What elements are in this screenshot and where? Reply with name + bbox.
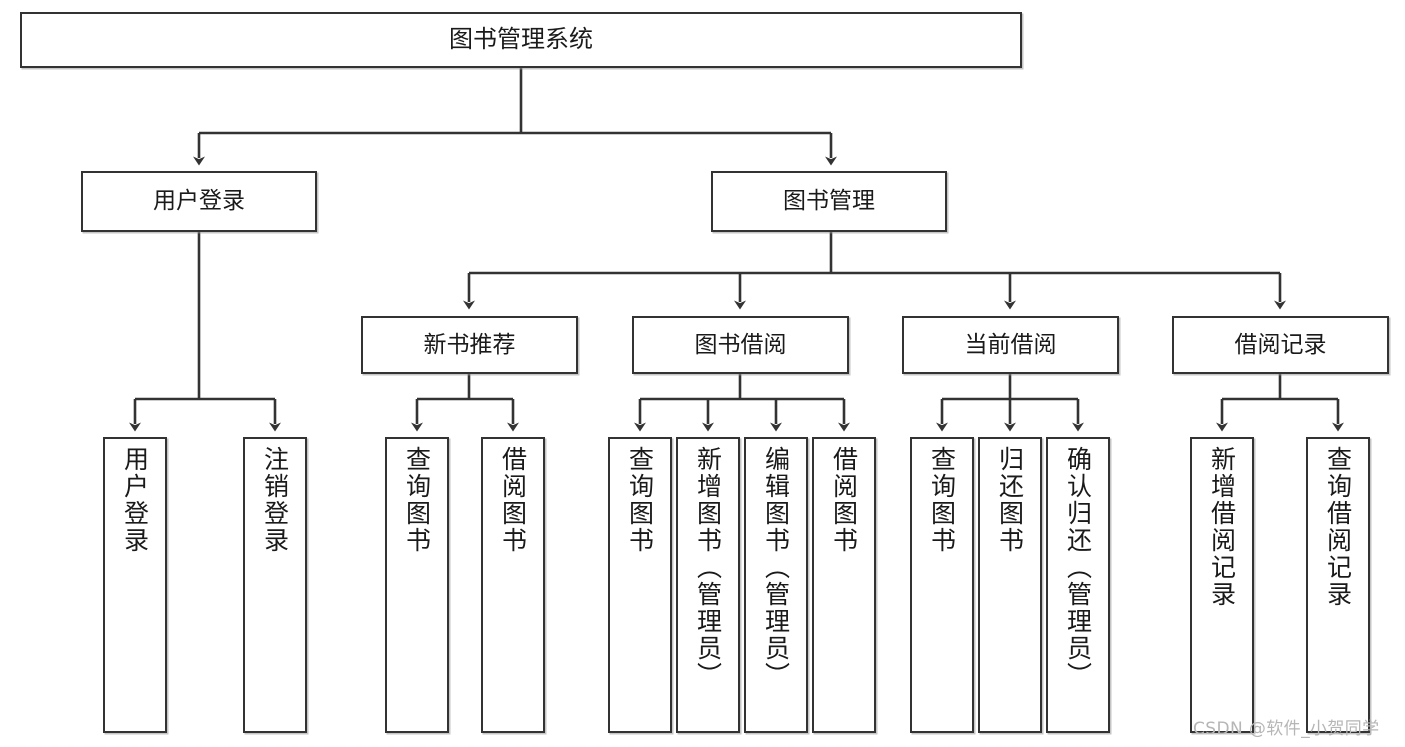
node-label: 借阅记录 bbox=[1234, 331, 1327, 358]
node-label: 图书管理系统 bbox=[449, 25, 593, 54]
node-label: 查询图书 bbox=[625, 446, 655, 554]
node-label: 归还图书 bbox=[995, 446, 1025, 554]
node-leaf-user-login[interactable]: 用户登录 bbox=[103, 437, 167, 733]
node-label: 用户登录 bbox=[153, 188, 245, 215]
node-label: 新书推荐 bbox=[423, 331, 516, 358]
node-leaf-query-book-2[interactable]: 查询图书 bbox=[608, 437, 672, 733]
node-label: 注销登录 bbox=[260, 446, 290, 554]
node-leaf-query-record[interactable]: 查询借阅记录 bbox=[1306, 437, 1370, 733]
node-book-borrow[interactable]: 图书借阅 bbox=[632, 316, 849, 374]
node-label: 图书借阅 bbox=[694, 331, 787, 358]
node-label: 新增借阅记录 bbox=[1207, 446, 1237, 608]
csdn-watermark: CSDN @软件_小贺同学 bbox=[1193, 719, 1380, 739]
node-label: 查询借阅记录 bbox=[1323, 446, 1353, 608]
node-label: 用户登录 bbox=[120, 446, 150, 554]
node-label: 新增图书（管理员） bbox=[693, 446, 723, 689]
node-leaf-borrow-book-2[interactable]: 借阅图书 bbox=[812, 437, 876, 733]
node-leaf-borrow-book-1[interactable]: 借阅图书 bbox=[481, 437, 545, 733]
node-leaf-add-record[interactable]: 新增借阅记录 bbox=[1190, 437, 1254, 733]
node-label: 借阅图书 bbox=[829, 446, 859, 554]
node-current-borrow[interactable]: 当前借阅 bbox=[902, 316, 1119, 374]
node-leaf-logout[interactable]: 注销登录 bbox=[243, 437, 307, 733]
node-label: 借阅图书 bbox=[498, 446, 528, 554]
node-label: 编辑图书（管理员） bbox=[761, 446, 791, 689]
node-leaf-return-book[interactable]: 归还图书 bbox=[978, 437, 1042, 733]
node-label: 当前借阅 bbox=[964, 331, 1057, 358]
node-leaf-confirm-return[interactable]: 确认归还（管理员） bbox=[1046, 437, 1110, 733]
node-label: 确认归还（管理员） bbox=[1063, 446, 1093, 689]
node-leaf-add-book[interactable]: 新增图书（管理员） bbox=[676, 437, 740, 733]
node-leaf-edit-book[interactable]: 编辑图书（管理员） bbox=[744, 437, 808, 733]
node-book-manage[interactable]: 图书管理 bbox=[711, 171, 947, 232]
node-label: 图书管理 bbox=[783, 188, 875, 215]
node-leaf-query-book-1[interactable]: 查询图书 bbox=[385, 437, 449, 733]
node-label: 查询图书 bbox=[927, 446, 957, 554]
node-leaf-query-book-3[interactable]: 查询图书 bbox=[910, 437, 974, 733]
node-new-book-rec[interactable]: 新书推荐 bbox=[361, 316, 578, 374]
node-root-system[interactable]: 图书管理系统 bbox=[20, 12, 1022, 68]
node-label: 查询图书 bbox=[402, 446, 432, 554]
node-borrow-record[interactable]: 借阅记录 bbox=[1172, 316, 1389, 374]
node-user-login[interactable]: 用户登录 bbox=[81, 171, 317, 232]
